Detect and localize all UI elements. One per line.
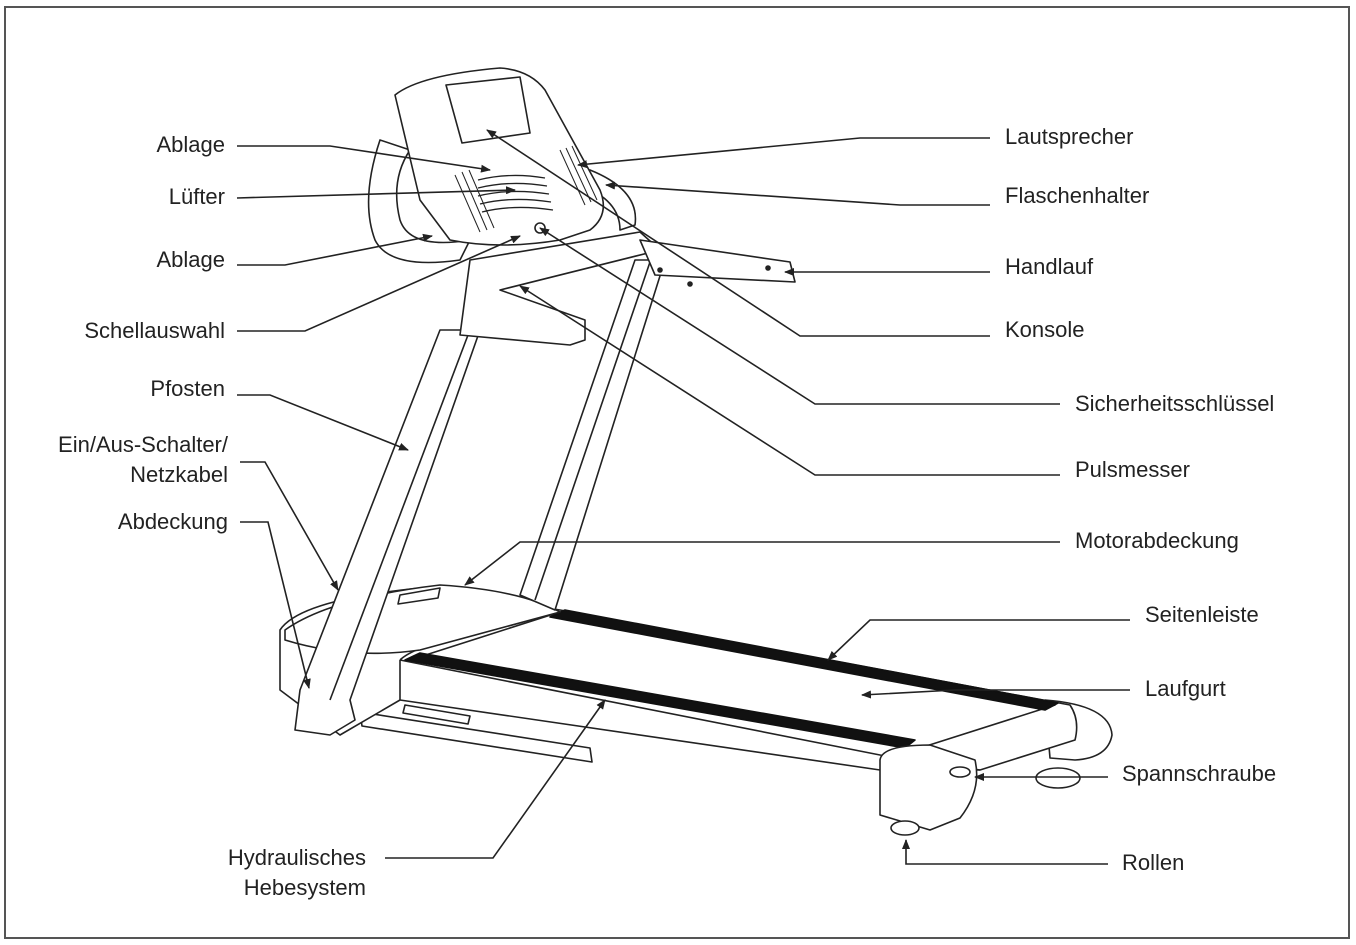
label-abdeckung: Abdeckung [117,509,228,534]
label-pulsmesser: Pulsmesser [1075,457,1190,482]
label-handlauf: Handlauf [1005,254,1094,279]
label-seitenleiste: Seitenleiste [1145,602,1259,627]
label-spannschraube: Spannschraube [1122,761,1277,786]
label-laufgurt: Laufgurt [1145,676,1226,701]
label-schalter: Ein/Aus-Schalter/ Netzkabel [10,430,228,490]
label-schalter-line2: Netzkabel [130,462,228,487]
label-rollen: Rollen [1122,850,1185,875]
label-flaschenhalter: Flaschenhalter [1005,183,1150,208]
speaker-hatching [454,145,598,233]
label-hebe-line1: Hydraulisches [227,845,366,870]
left-side-rail [404,652,916,749]
label-ablage-top: Ablage [156,132,225,157]
diagram-frame [4,6,1350,939]
label-schalter-line1: Ein/Aus-Schalter/ [58,432,228,457]
label-schellauswahl: Schellauswahl [84,318,225,343]
label-lautsprecher: Lautsprecher [1005,124,1134,149]
label-motorabdeckung: Motorabdeckung [1075,528,1239,553]
label-konsole: Konsole [1005,317,1085,342]
treadmill-illustration [279,67,1113,836]
label-ablage-mid: Ablage [156,247,225,272]
label-luefter: Lüfter [168,184,225,209]
leader-lines [236,129,1130,865]
label-pfosten: Pfosten [150,376,225,401]
label-hebesystem: Hydraulisches Hebesystem [170,843,366,903]
label-hebe-line2: Hebesystem [243,875,366,900]
label-sicherheitsschluessel: Sicherheitsschlüssel [1075,391,1275,416]
